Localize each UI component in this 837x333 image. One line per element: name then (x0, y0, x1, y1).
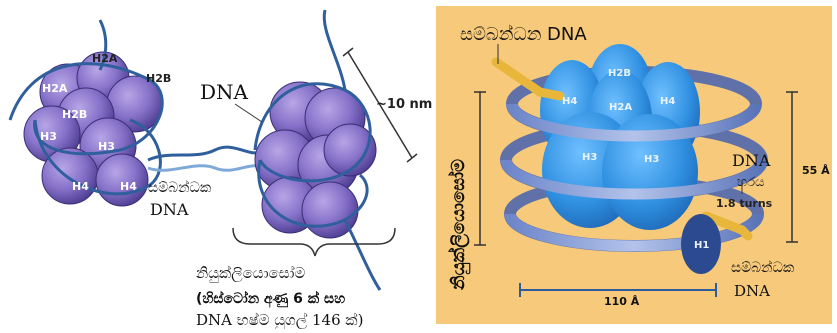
core-label-h2a: H2A (609, 102, 632, 113)
turns-label: 1.8 turns (716, 197, 773, 210)
dna-label: DNA (200, 80, 249, 104)
core-label-h1: H1 (694, 240, 709, 251)
histone-label-h2a-left: H2A (42, 82, 68, 95)
core-label-h4-left: H4 (562, 96, 577, 107)
nucleosome-caption-line3: DNA භෂ්ම යුගල් 146 ක්) (196, 311, 363, 329)
linker-label-line1: සම්බන්ධක (148, 180, 212, 196)
histone-label-h4-left: H4 (72, 180, 89, 193)
width-dimension-label: 110 Å (604, 295, 640, 308)
linker-label-line2: DNA (150, 200, 189, 219)
dna-core-label-line1: DNA (732, 151, 771, 170)
linker-bottom-label-line2: DNA (734, 282, 770, 300)
height-dimension-label: 55 Å (802, 164, 830, 177)
left-panel: ~10 nm H2A H2B H2A H2B H3 H3 H4 H4 DNA ස… (10, 10, 432, 329)
core-label-h3-left: H3 (582, 152, 597, 163)
core-label-h2b: H2B (608, 68, 631, 79)
dna-core-label-line2: හරය (737, 175, 764, 190)
right-panel: H2B H4 H2A H4 H3 H3 H1 සම්බන්ධන DNA නියු… (436, 6, 832, 324)
linker-top-label: සම්බන්ධන DNA (460, 24, 587, 45)
histone-label-h4-right: H4 (120, 180, 137, 193)
histone-label-h3-center: H3 (98, 140, 115, 153)
core-label-h4-right: H4 (660, 96, 675, 107)
histone-label-h2b-right: H2B (146, 72, 171, 85)
scale-label: ~10 nm (376, 97, 432, 112)
dna-pointer (235, 104, 262, 122)
histone-label-h2a-top: H2A (92, 52, 118, 65)
linker-bottom-label-line1: සම්බන්ධක (731, 260, 795, 276)
histone-label-h3-left: H3 (40, 130, 57, 143)
nucleosome-caption-line2: (හිස්ටෝන අණු 6 ක් සහ (196, 290, 345, 309)
histone-label-h2b-inner: H2B (62, 108, 87, 121)
core-label-h3-right: H3 (644, 154, 659, 165)
nucleosome-caption-line1: නියුක්ලියොසෝම (196, 264, 305, 283)
vertical-title: නියුක්ලියොසෝම (447, 159, 471, 291)
